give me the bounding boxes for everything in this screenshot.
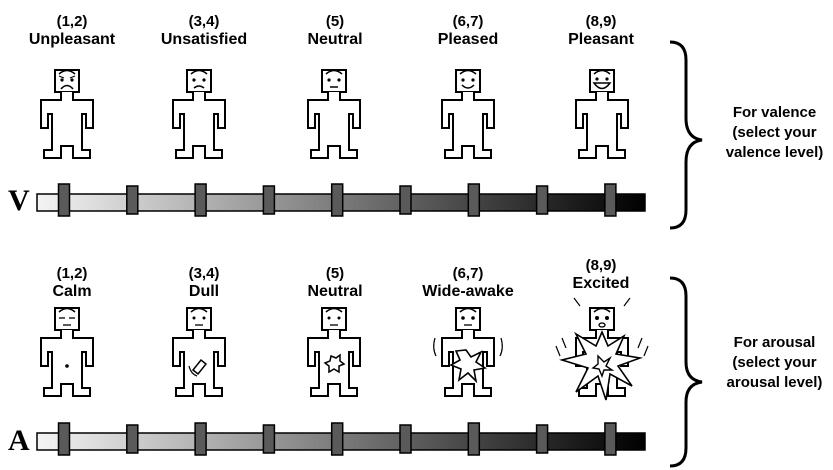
valence-manikin-3 [308,70,360,158]
valence-slider-marker-5[interactable] [332,184,343,216]
arousal-manikin-3 [308,308,360,396]
arousal-brace [670,278,702,466]
valence-slider-marker-9[interactable] [605,184,616,216]
arousal-slider-marker-1[interactable] [59,423,70,455]
valence-slider-marker-6[interactable] [400,186,411,214]
arousal-slider-marker-3[interactable] [195,423,206,455]
valence-manikin-2 [173,70,225,158]
valence-manikin-5 [576,70,628,158]
valence-slider-marker-8[interactable] [537,186,548,214]
arousal-slider-marker-9[interactable] [605,423,616,455]
arousal-slider-marker-4[interactable] [263,425,274,453]
arousal-slider-marker-5[interactable] [332,423,343,455]
valence-slider-marker-7[interactable] [468,184,479,216]
arousal-slider-marker-2[interactable] [127,425,138,453]
valence-slider-marker-4[interactable] [263,186,274,214]
arousal-slider [37,423,645,455]
valence-slider [37,184,645,216]
arousal-manikin-2 [173,308,225,396]
arousal-slider-marker-7[interactable] [468,423,479,455]
arousal-manikin-5 [556,298,648,400]
arousal-slider-marker-6[interactable] [400,425,411,453]
arousal-slider-marker-8[interactable] [537,425,548,453]
valence-slider-marker-1[interactable] [59,184,70,216]
arousal-manikin-1 [41,308,93,396]
arousal-manikin-4 [434,308,503,396]
valence-manikin-1 [41,70,93,158]
valence-brace [670,42,702,228]
valence-manikin-4 [442,70,494,158]
valence-slider-marker-2[interactable] [127,186,138,214]
valence-slider-marker-3[interactable] [195,184,206,216]
